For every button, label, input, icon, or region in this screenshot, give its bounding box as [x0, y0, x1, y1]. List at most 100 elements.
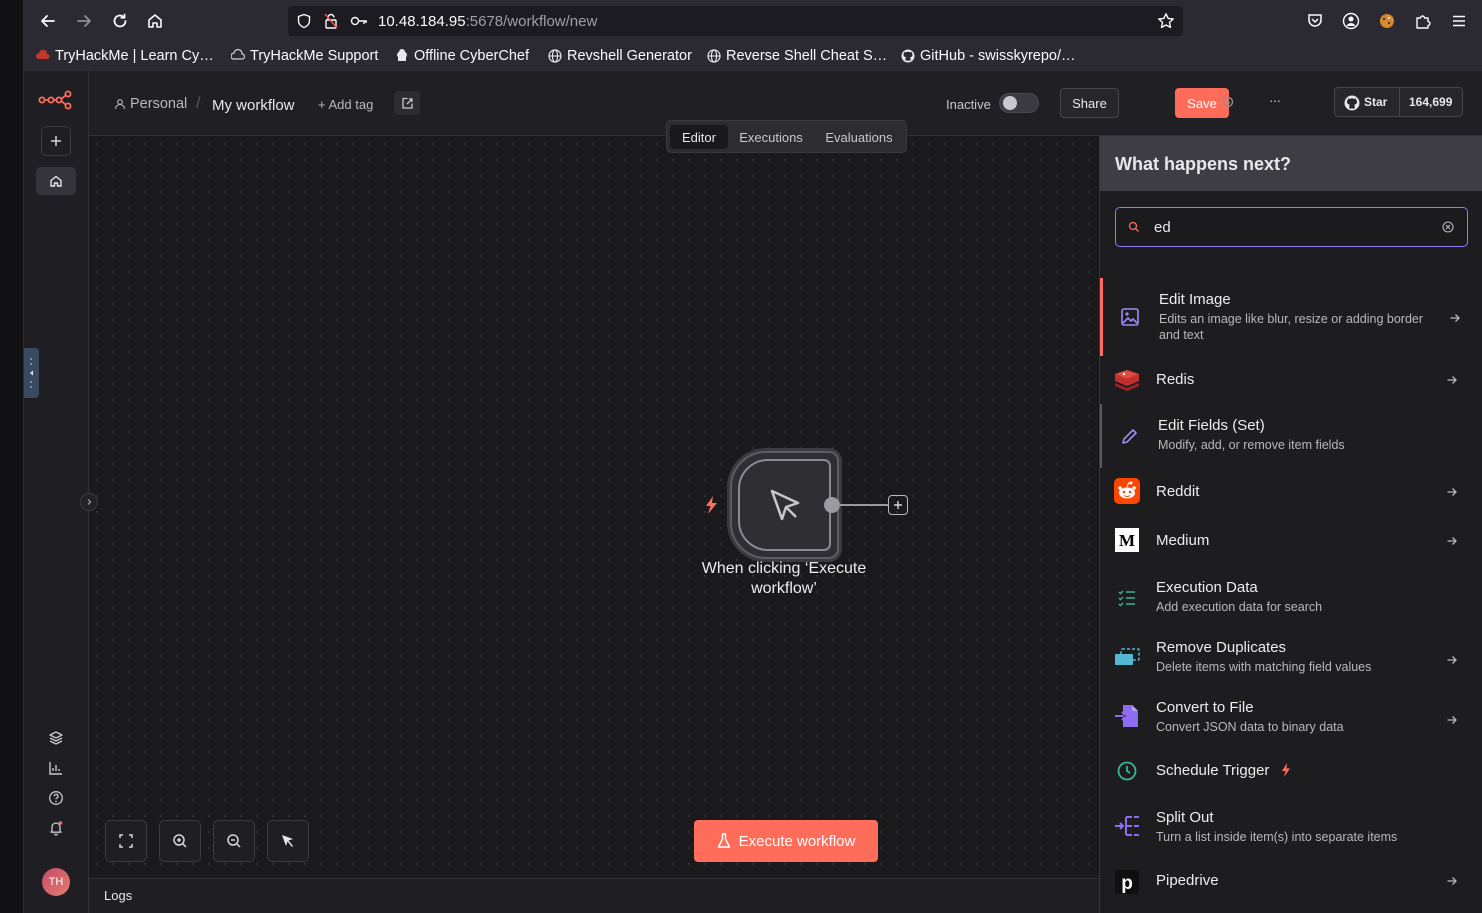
arrow-right-icon — [1447, 537, 1457, 545]
browser-toolbar: 10.48.184.95:5678/workflow/new TryHackMe… — [0, 0, 1482, 71]
checklist-icon — [1114, 584, 1140, 610]
url-host: 10.48.184.95 — [378, 13, 466, 30]
avatar[interactable]: TH — [42, 868, 70, 896]
cloud-icon — [231, 49, 245, 63]
tab-executions[interactable]: Executions — [739, 129, 803, 145]
zoom-out-icon[interactable] — [213, 820, 255, 862]
node-item-convert-to-file[interactable]: Convert to File Convert JSON data to bin… — [1100, 686, 1482, 746]
github-star-widget[interactable]: Star 164,699 — [1334, 87, 1463, 117]
trigger-node[interactable] — [730, 451, 839, 559]
save-button[interactable]: Save — [1175, 88, 1229, 118]
node-item-edit-fields[interactable]: Edit Fields (Set) Modify, add, or remove… — [1100, 404, 1482, 468]
workflow-name[interactable]: My workflow — [212, 97, 295, 114]
cursor-click-icon — [768, 487, 804, 523]
trigger-bolt-icon — [1281, 763, 1291, 777]
bookmark-2[interactable]: Offline CyberChef — [395, 46, 529, 66]
bookmark-label: TryHackMe Support — [250, 48, 379, 64]
home-nav-icon[interactable] — [36, 167, 76, 195]
add-node-plus-icon[interactable] — [888, 495, 908, 515]
templates-icon[interactable] — [36, 724, 76, 752]
bookmark-label: Offline CyberChef — [414, 48, 529, 64]
bookmark-4[interactable]: Reverse Shell Cheat S… — [707, 46, 887, 66]
tab-editor[interactable]: Editor — [670, 125, 728, 149]
svg-text:M: M — [1119, 531, 1135, 550]
workflow-canvas[interactable] — [89, 136, 1099, 878]
bookmark-5[interactable]: GitHub - swisskyrepo/… — [901, 46, 1076, 66]
execute-workflow-button[interactable]: Execute workflow — [694, 820, 878, 862]
split-out-icon — [1114, 813, 1140, 839]
side-drawer-handle[interactable] — [24, 348, 39, 398]
notifications-bell-icon[interactable] — [36, 814, 76, 842]
tidy-up-icon[interactable] — [267, 820, 309, 862]
history-icon[interactable] — [1221, 95, 1235, 109]
node-item-edit-image[interactable]: Edit Image Edits an image like blur, res… — [1100, 278, 1482, 356]
more-options-button[interactable]: ··· — [1269, 92, 1281, 108]
shield-icon — [296, 13, 312, 29]
node-item-medium[interactable]: M Medium — [1100, 514, 1482, 566]
output-handle[interactable] — [824, 497, 840, 513]
back-icon[interactable] — [36, 9, 60, 33]
node-search-input[interactable]: ed — [1115, 207, 1468, 247]
node-item-pipedrive[interactable]: p Pipedrive — [1100, 856, 1482, 906]
node-item-description: Modify, add, or remove item fields — [1158, 438, 1345, 452]
panel-header: What happens next? — [1100, 136, 1482, 191]
bookmark-star-icon[interactable] — [1157, 12, 1175, 30]
arrow-right-icon — [1447, 877, 1457, 885]
bookmark-label: TryHackMe | Learn Cy… — [55, 48, 214, 64]
bookmark-0[interactable]: TryHackMe | Learn Cy… — [36, 46, 214, 66]
node-item-title: Edit Image — [1159, 291, 1231, 308]
arrow-right-icon — [1447, 376, 1457, 384]
n8n-logo-icon[interactable] — [38, 89, 72, 111]
file-convert-icon — [1114, 703, 1140, 729]
account-icon[interactable] — [1339, 9, 1363, 33]
avatar-initials: TH — [48, 876, 64, 888]
add-tag-button[interactable]: + Add tag — [318, 97, 374, 112]
expand-sidebar-chevron-icon[interactable] — [80, 493, 98, 511]
active-toggle[interactable] — [999, 93, 1039, 113]
extension-cookie-icon[interactable] — [1375, 9, 1399, 33]
insights-chart-icon[interactable] — [36, 754, 76, 782]
bookmark-3[interactable]: Revshell Generator — [548, 46, 692, 66]
url-text: 10.48.184.95:5678/workflow/new — [378, 13, 597, 30]
chef-icon — [395, 49, 409, 63]
node-item-title: Edit Fields (Set) — [1158, 417, 1265, 434]
node-item-description: Turn a list inside item(s) into separate… — [1156, 830, 1398, 844]
node-item-redis[interactable]: Redis — [1100, 356, 1482, 404]
insecure-lock-icon[interactable] — [323, 12, 339, 30]
url-bar[interactable]: 10.48.184.95:5678/workflow/new — [288, 6, 1183, 36]
pocket-icon[interactable] — [1303, 9, 1327, 33]
node-item-title: Pipedrive — [1156, 872, 1219, 889]
flask-icon — [717, 833, 730, 848]
arrow-right-icon — [1450, 314, 1460, 322]
node-item-execution-data[interactable]: Execution Data Add execution data for se… — [1100, 566, 1482, 626]
tab-evaluations[interactable]: Evaluations — [825, 129, 893, 145]
node-item-reddit[interactable]: Reddit — [1100, 468, 1482, 514]
extensions-puzzle-icon[interactable] — [1411, 9, 1435, 33]
fit-view-icon[interactable] — [105, 820, 147, 862]
key-icon[interactable] — [350, 14, 368, 28]
logs-bar[interactable]: Logs — [89, 878, 1099, 913]
import-icon[interactable] — [394, 91, 420, 115]
project-breadcrumb[interactable]: Personal — [130, 96, 188, 112]
bookmark-1[interactable]: TryHackMe Support — [231, 46, 378, 66]
node-creator-panel: What happens next? ed Edit Image Edits a… — [1099, 136, 1482, 913]
node-item-title: Reddit — [1156, 483, 1200, 500]
home-icon[interactable] — [143, 9, 167, 33]
clock-icon — [1114, 758, 1140, 784]
pipedrive-icon: p — [1114, 869, 1140, 895]
redis-icon — [1114, 367, 1140, 393]
help-icon[interactable] — [36, 784, 76, 812]
zoom-in-icon[interactable] — [159, 820, 201, 862]
divider — [1399, 88, 1400, 116]
forward-icon[interactable] — [72, 9, 96, 33]
menu-icon[interactable] — [1447, 9, 1471, 33]
reload-icon[interactable] — [108, 9, 132, 33]
node-item-remove-duplicates[interactable]: Remove Duplicates Delete items with matc… — [1100, 626, 1482, 686]
node-item-split-out[interactable]: Split Out Turn a list inside item(s) int… — [1100, 796, 1482, 856]
globe-icon — [707, 49, 721, 63]
clear-search-icon[interactable] — [1442, 221, 1454, 233]
create-button[interactable] — [41, 126, 71, 156]
node-item-title: Schedule Trigger — [1156, 762, 1270, 779]
node-item-schedule-trigger[interactable]: Schedule Trigger — [1100, 746, 1482, 796]
share-button[interactable]: Share — [1060, 88, 1119, 118]
